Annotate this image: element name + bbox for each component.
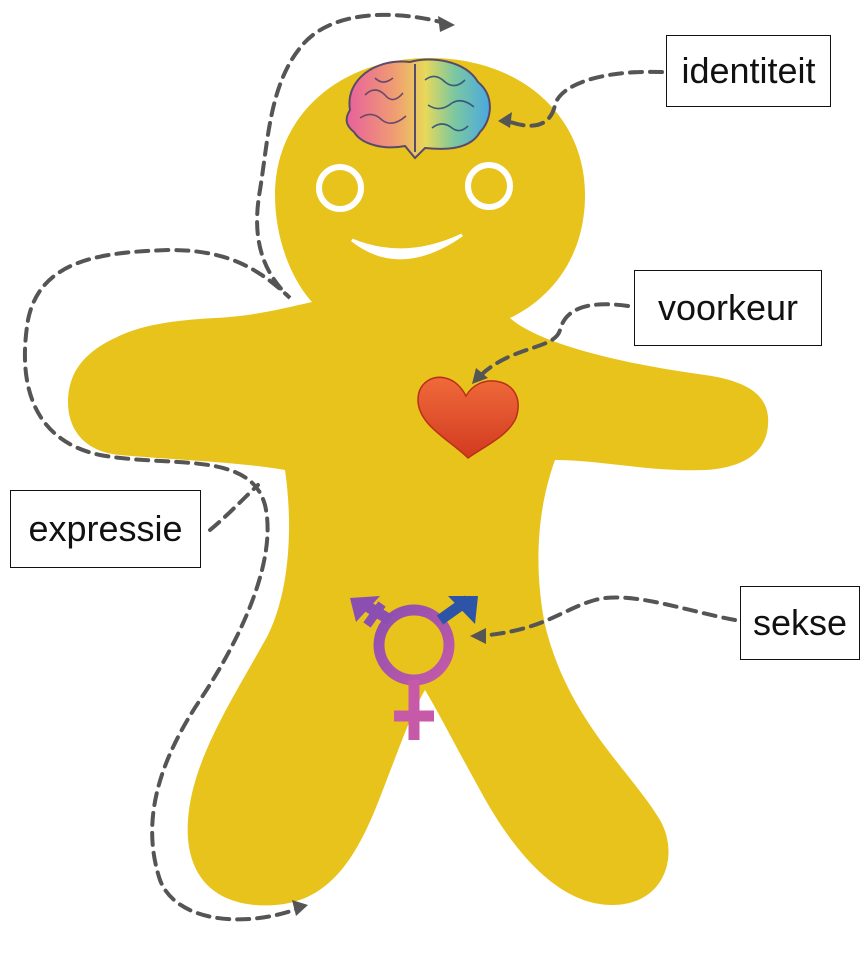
expressie-label: expressie xyxy=(10,490,201,568)
identiteit-label: identiteit xyxy=(666,35,831,107)
voorkeur-label: voorkeur xyxy=(634,270,822,346)
gingerbread-body xyxy=(68,58,768,905)
expressie-top-arrowhead xyxy=(438,16,455,32)
brain-icon xyxy=(347,59,490,158)
expressie-arrow xyxy=(210,485,258,530)
expressie-bottom-arrowhead xyxy=(292,900,308,916)
sekse-label: sekse xyxy=(740,586,860,660)
